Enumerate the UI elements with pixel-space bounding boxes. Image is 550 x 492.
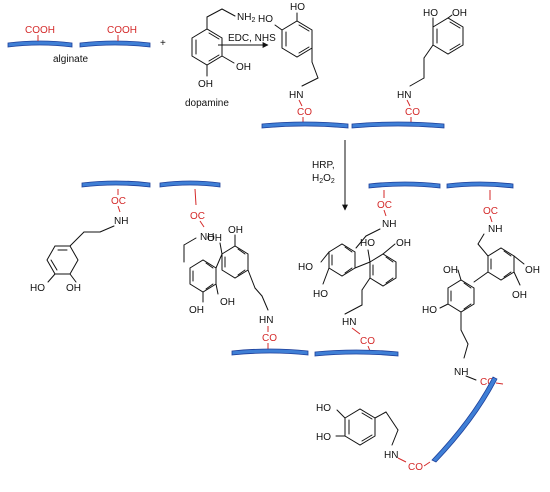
svg-text:NH: NH [200, 232, 214, 243]
carbonyl-label: CO [297, 107, 312, 118]
alginate-chain [159, 180, 221, 188]
carboxyl-label: COOH [107, 25, 137, 36]
svg-text:CO: CO [408, 462, 423, 473]
svg-text:NH2: NH2 [237, 12, 255, 24]
svg-text:NH: NH [114, 216, 128, 227]
svg-text:OC: OC [483, 206, 498, 217]
network-left: OC NH HO OH OC NH OH OH OH O [30, 180, 309, 356]
svg-text:OC: OC [190, 211, 205, 222]
svg-text:NH: NH [454, 367, 468, 378]
alginate-chain [79, 40, 151, 48]
hydroxyl-label: OH [198, 79, 213, 90]
plus-sign: + [160, 38, 166, 49]
svg-text:HO: HO [290, 2, 305, 13]
svg-text:CO: CO [262, 333, 277, 344]
edc-nhs-label: EDC, NHS [228, 33, 276, 44]
alginate-chain [7, 40, 73, 48]
svg-text:HO: HO [316, 403, 331, 414]
svg-text:HO: HO [360, 238, 375, 249]
alginate-chain [446, 181, 514, 189]
alginate-label: alginate [53, 54, 88, 65]
svg-text:OH: OH [396, 238, 411, 249]
svg-text:OC: OC [377, 200, 392, 211]
conjugate-a: HO HO HN CO [258, 2, 349, 129]
carbonyl-label: CO [405, 107, 420, 118]
conjugate-b: HO OH HN CO [351, 8, 467, 129]
svg-text:HO: HO [423, 8, 438, 19]
svg-text:OH: OH [189, 305, 204, 316]
svg-text:HO: HO [298, 262, 313, 273]
svg-text:OH: OH [220, 297, 235, 308]
svg-text:CO: CO [480, 377, 495, 388]
h2o2-label: H2O2 [312, 173, 335, 185]
svg-text:OH: OH [443, 265, 458, 276]
alginate-chain [261, 121, 349, 129]
amine-label: NH [237, 12, 251, 23]
svg-text:HN: HN [289, 90, 303, 101]
dopamine-molecule: NH2 OH OH dopamine [185, 8, 255, 109]
alginate-chain [368, 181, 441, 189]
alginate-chain [351, 121, 445, 129]
svg-text:HN: HN [259, 315, 273, 326]
svg-text:NH: NH [488, 224, 502, 235]
hrp-label: HRP, [312, 160, 335, 171]
svg-text:HO: HO [316, 432, 331, 443]
carboxyl-label: COOH [25, 25, 55, 36]
alginate-group: COOH COOH alginate [7, 25, 151, 65]
hydroxyl-label: OH [236, 62, 251, 73]
network-right: OC NH HO HO HO OH HN CO OC NH [298, 181, 540, 463]
svg-text:OH: OH [525, 265, 540, 276]
svg-text:OH: OH [452, 8, 467, 19]
alginate-chain [431, 376, 498, 463]
svg-text:HO: HO [30, 283, 45, 294]
svg-text:OC: OC [111, 196, 126, 207]
svg-text:HO: HO [258, 14, 273, 25]
svg-text:CO: CO [360, 336, 375, 347]
svg-text:NH: NH [382, 219, 396, 230]
svg-text:OH: OH [66, 283, 81, 294]
alginate-chain [81, 180, 151, 188]
alginate-chain [231, 348, 309, 356]
svg-text:HO: HO [313, 289, 328, 300]
pendant-dopamine: HO HO HN CO [316, 403, 431, 473]
svg-text:OH: OH [207, 233, 222, 244]
dopamine-label: dopamine [185, 98, 229, 109]
svg-text:HN: HN [397, 90, 411, 101]
svg-text:HN: HN [384, 450, 398, 461]
svg-text:HO: HO [422, 305, 437, 316]
svg-text:HN: HN [342, 317, 356, 328]
svg-text:OH: OH [512, 290, 527, 301]
svg-text:OH: OH [228, 225, 243, 236]
alginate-chain [314, 349, 399, 357]
